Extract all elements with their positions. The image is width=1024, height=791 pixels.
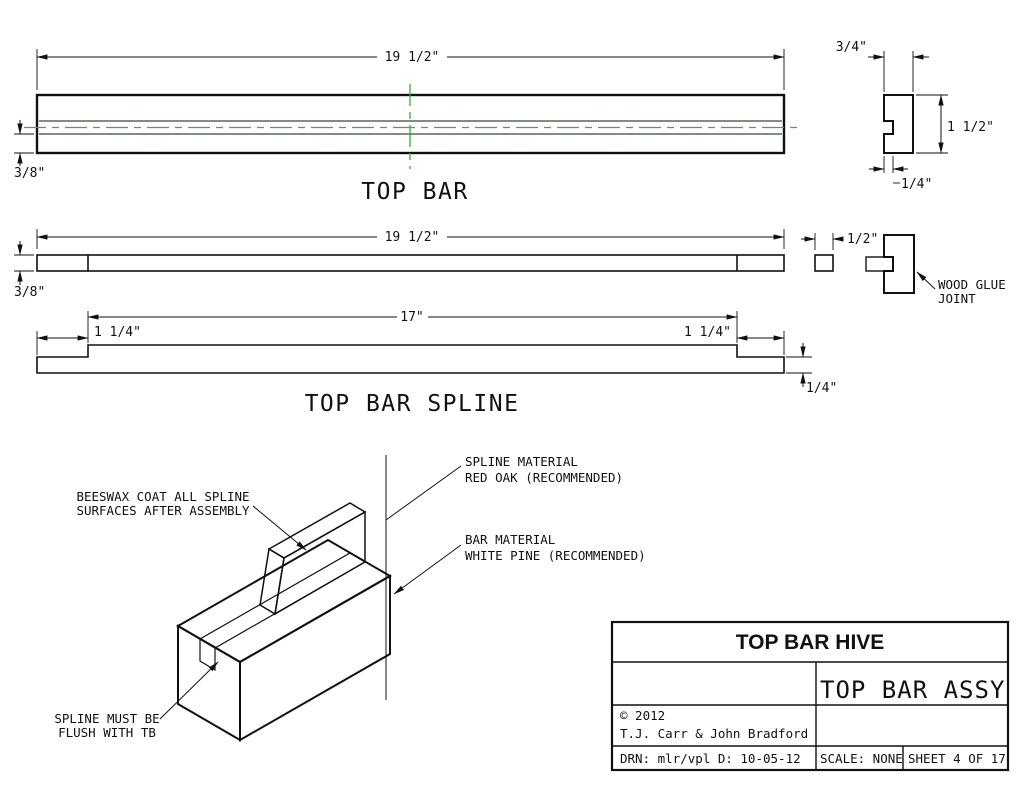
dim-spline-square-text: 1/2": [847, 232, 878, 247]
dim-top-bar-length: 19 1/2": [36, 49, 785, 90]
sheet-number-text: SHEET 4 OF 17: [908, 751, 1006, 766]
joint-leader-line: [916, 271, 936, 290]
dim-spline-left-end-text: 1 1/4": [94, 325, 141, 340]
drawn-by-text: DRN: mlr/vpl D: 10-05-12: [620, 751, 801, 766]
glue-joint-section: WOOD GLUE JOINT: [865, 234, 1006, 306]
dim-top-bar-thickness-text: 3/8": [14, 166, 45, 181]
dim-section-height-text: 1 1/2": [947, 120, 994, 135]
spline-plan-outline: [36, 344, 785, 374]
dim-top-bar-length-text: 19 1/2": [385, 50, 440, 65]
note-bar-material-line1: BAR MATERIAL: [465, 532, 555, 547]
dim-spline-length-text: 19 1/2": [385, 230, 440, 245]
note-bar-material-line2: WHITE PINE (RECOMMENDED): [465, 548, 646, 563]
project-title: TOP BAR HIVE: [736, 631, 885, 654]
iso-bar-end-face: [177, 624, 241, 742]
dim-spline-thickness: 3/8": [14, 241, 45, 300]
dim-section-height: 1 1/2": [916, 94, 994, 154]
top-bar-section-view: 3/4" 1 1/2" 1/4": [836, 40, 994, 192]
dim-spline-end-thickness-text: 1/4": [806, 381, 837, 396]
dim-section-groove: 1/4": [869, 156, 932, 192]
dim-spline-thickness-text: 3/8": [14, 285, 45, 300]
view-title-spline: TOP BAR SPLINE: [305, 391, 520, 417]
note-beeswax-line1: BEESWAX COAT ALL SPLINE: [76, 489, 249, 504]
spline-square-section: [814, 254, 834, 272]
dim-spline-left-end: 1 1/4": [36, 325, 141, 355]
spline-side-view: 19 1/2" 3/8" 1/2" WOOD GLUE JOINT: [14, 229, 1006, 306]
note-spline-material-line1: SPLINE MATERIAL: [465, 454, 578, 469]
bar-material-leader-line: [393, 544, 462, 595]
authors-text: T.J. Carr & John Bradford: [620, 726, 808, 741]
spline-plan-view: 17" 1 1/4" 1 1/4" 1/4" TOP BAR SPLINE: [36, 310, 837, 417]
dim-section-width-text: 3/4": [836, 40, 867, 55]
joint-spline-outline: [865, 256, 894, 272]
title-block-border: [610, 620, 1010, 772]
iso-bar-front-face: [239, 574, 391, 742]
note-beeswax-line2: SURFACES AFTER ASSEMBLY: [76, 503, 250, 518]
dim-spline-length: 19 1/2": [36, 229, 785, 249]
dim-spline-right-end: 1 1/4": [684, 325, 785, 355]
title-block: TOP BAR HIVE TOP BAR ASSY © 2012 T.J. Ca…: [610, 620, 1010, 772]
iso-end-notch-flush-spline: [199, 637, 216, 672]
scale-text: SCALE: NONE: [820, 751, 903, 766]
dim-spline-right-end-text: 1 1/4": [684, 325, 731, 340]
copyright-text: © 2012: [620, 708, 665, 723]
joint-note-line1: WOOD GLUE: [938, 277, 1006, 292]
joint-note-line2: JOINT: [938, 291, 976, 306]
section-outline: [883, 94, 914, 154]
iso-spline-top-face: [267, 502, 367, 559]
spline-bar-outline: [36, 254, 785, 272]
sheet-title: TOP BAR ASSY: [820, 676, 1005, 704]
note-spline-material-line2: RED OAK (RECOMMENDED): [465, 470, 623, 485]
top-bar-view: 19 1/2" 3/8" TOP BAR: [14, 49, 797, 205]
dim-spline-square: 1/2": [801, 232, 878, 250]
flush-leader-line: [159, 661, 219, 720]
spline-material-leader-line: [385, 465, 462, 521]
assembly-iso-view: BEESWAX COAT ALL SPLINE SURFACES AFTER A…: [54, 454, 646, 742]
joint-bar-outline: [883, 234, 915, 294]
beeswax-leader-line: [252, 505, 307, 551]
dim-section-groove-text: 1/4": [901, 177, 932, 192]
dim-spline-end-thickness: 1/4": [786, 343, 837, 396]
note-flush-line2: FLUSH WITH TB: [58, 725, 156, 740]
dim-top-bar-thickness: 3/8": [14, 120, 45, 181]
view-title-top-bar: TOP BAR: [361, 179, 468, 205]
dim-section-width: 3/4": [836, 40, 929, 92]
note-flush-line1: SPLINE MUST BE: [54, 711, 159, 726]
dim-spline-middle-text: 17": [400, 310, 423, 325]
dim-spline-middle: 17": [87, 310, 738, 343]
